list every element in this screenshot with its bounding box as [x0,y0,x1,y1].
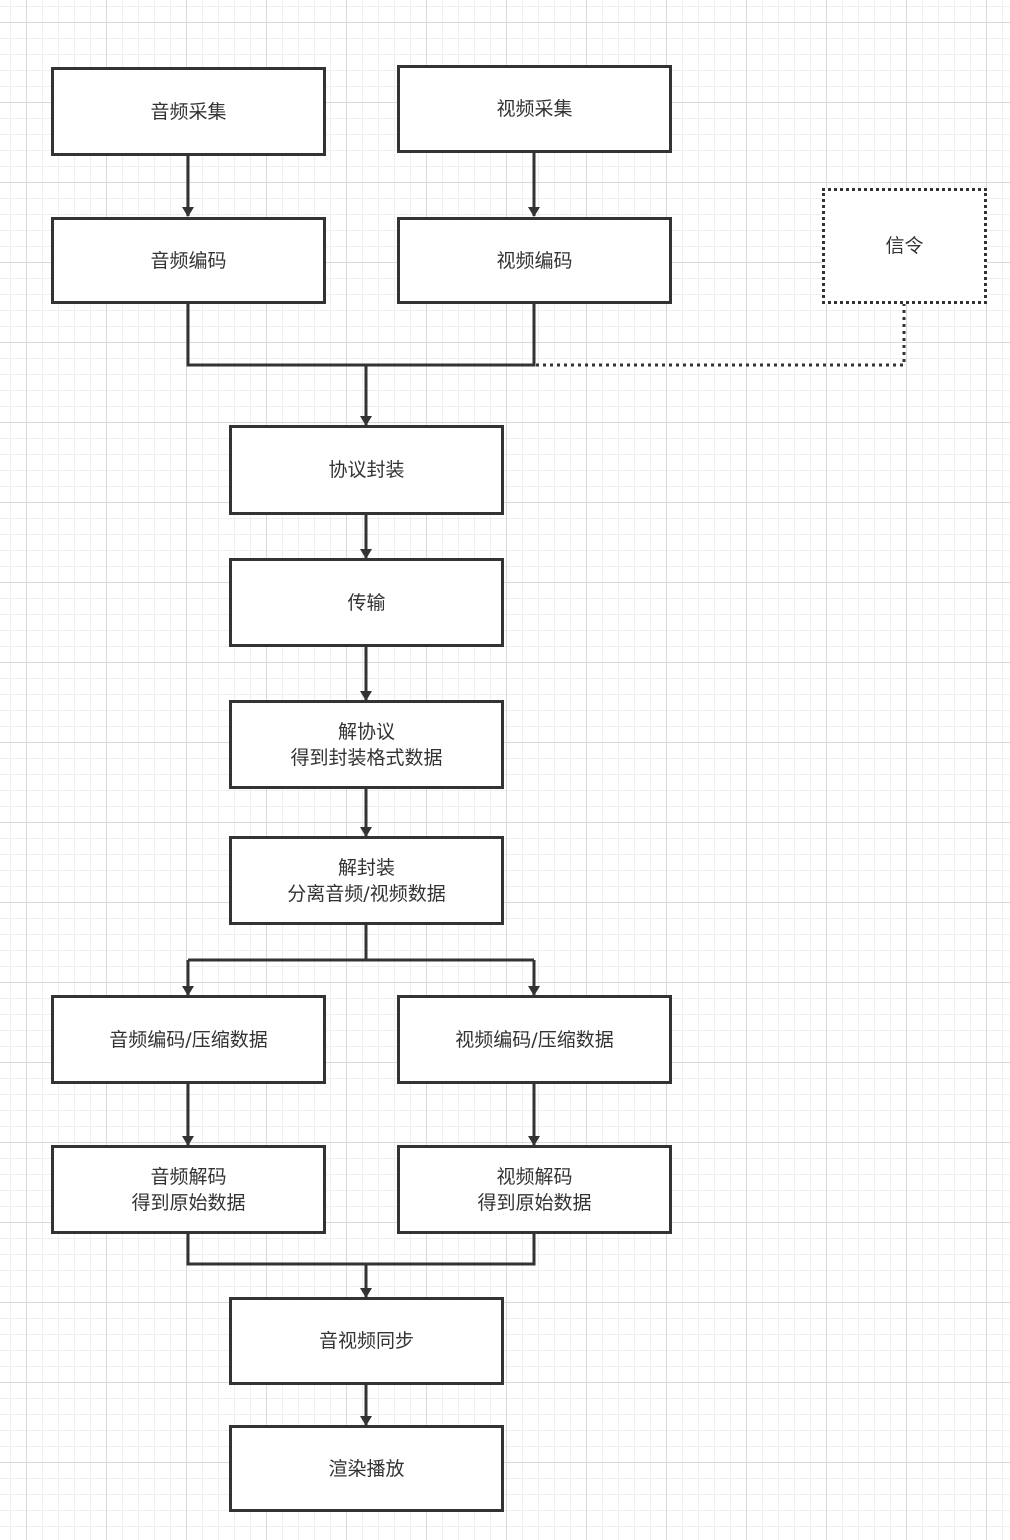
node-video-encode-label: 视频编码 [496,249,573,272]
node-video-compressed: 视频编码/压缩数据 [397,995,672,1084]
node-transport-label: 传输 [347,591,386,614]
merge-line-encoders [186,303,536,367]
node-av-sync: 音视频同步 [229,1297,504,1385]
node-audio-decode-line-1: 音频解码 [150,1165,227,1188]
node-transport: 传输 [229,558,504,647]
node-video-capture: 视频采集 [397,65,672,153]
node-signaling-label: 信令 [885,235,924,257]
node-audio-encode: 音频编码 [51,217,326,304]
node-protocol-pack-label: 协议封装 [328,459,405,481]
node-video-compressed-label: 视频编码/压缩数据 [455,1028,614,1051]
node-audio-decode-line-2: 得到原始数据 [131,1191,246,1214]
dotted-line-signaling [366,303,906,367]
node-audio-compressed-label: 音频编码/压缩数据 [109,1028,268,1051]
node-av-sync-label: 音视频同步 [318,1330,414,1352]
node-video-decode-line-1: 视频解码 [496,1165,573,1188]
node-video-capture-label: 视频采集 [496,98,573,120]
node-deprotocol: 解协议 得到封装格式数据 [229,700,504,789]
merge-line-decoders [186,1233,536,1266]
node-signaling: 信令 [822,188,987,304]
node-audio-capture-label: 音频采集 [150,100,227,123]
node-video-encode: 视频编码 [397,217,672,304]
node-render-play: 渲染播放 [229,1425,504,1512]
node-render-play-label: 渲染播放 [328,1457,405,1480]
node-protocol-pack: 协议封装 [229,425,504,515]
node-demux: 解封装 分离音频/视频数据 [229,836,504,925]
node-demux-line-2: 分离音频/视频数据 [287,882,446,905]
node-audio-compressed: 音频编码/压缩数据 [51,995,326,1084]
node-video-decode: 视频解码 得到原始数据 [397,1145,672,1234]
node-deprotocol-line-1: 解协议 [337,720,395,743]
node-demux-line-1: 解封装 [337,856,395,879]
node-audio-decode: 音频解码 得到原始数据 [51,1145,326,1234]
node-audio-encode-label: 音频编码 [150,249,227,272]
node-audio-capture: 音频采集 [51,67,326,156]
node-video-decode-line-2: 得到原始数据 [477,1191,592,1214]
node-deprotocol-line-2: 得到封装格式数据 [290,746,443,769]
